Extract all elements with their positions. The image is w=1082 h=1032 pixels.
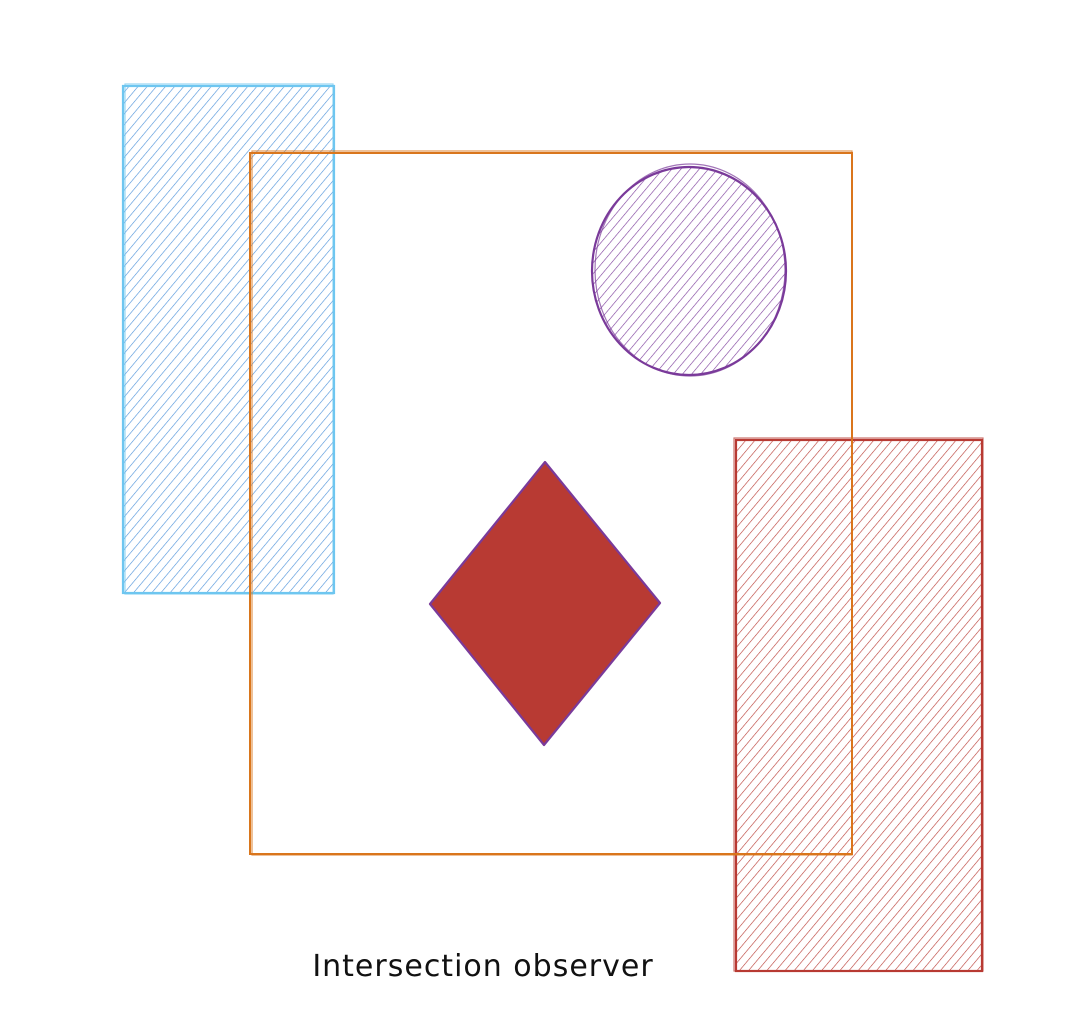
red-target-box bbox=[733, 437, 984, 973]
diagram-caption: Intersection observer bbox=[312, 949, 653, 984]
purple-circle bbox=[590, 163, 788, 377]
red-diamond bbox=[428, 460, 662, 747]
blue-target-box bbox=[121, 83, 336, 595]
viewport-frame bbox=[249, 150, 853, 856]
